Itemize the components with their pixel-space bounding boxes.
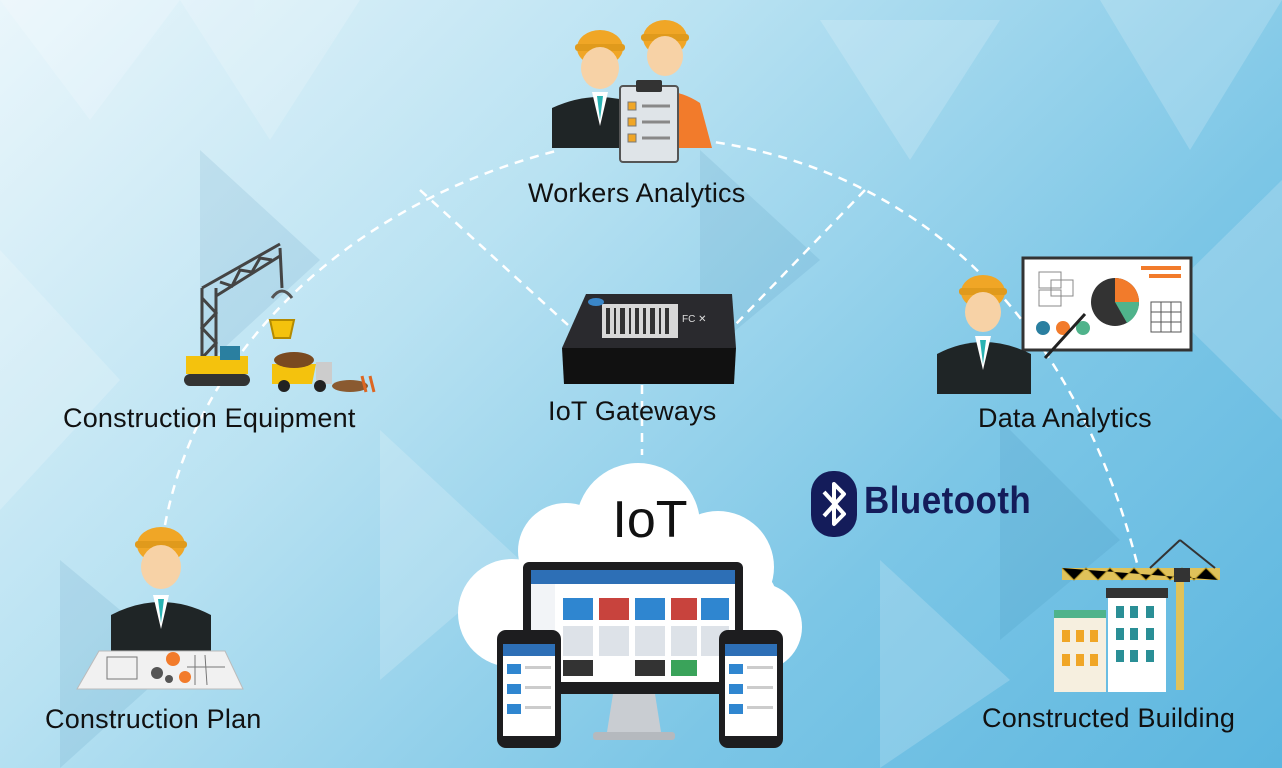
gateway-device-icon: FC ✕ — [562, 294, 736, 384]
label-iot-gateways: IoT Gateways — [548, 396, 717, 426]
bluetooth-label: Bluetooth — [864, 480, 1032, 522]
svg-text:FC ✕: FC ✕ — [682, 314, 707, 325]
label-data-analytics: Data Analytics — [978, 403, 1152, 433]
planner-icon — [76, 527, 244, 690]
presenter-icon — [937, 256, 1193, 394]
devices-icon — [497, 562, 783, 748]
building-crane-icon — [1054, 539, 1220, 692]
label-construction-equipment: Construction Equipment — [63, 403, 356, 433]
label-workers-analytics: Workers Analytics — [528, 178, 746, 208]
worker-pair-icon — [552, 20, 712, 163]
bluetooth-icon — [811, 471, 857, 537]
cloud-title: IoT — [612, 491, 688, 549]
label-constructed-building: Constructed Building — [982, 703, 1236, 733]
crane-icon — [184, 242, 376, 393]
label-construction-plan: Construction Plan — [45, 704, 262, 734]
